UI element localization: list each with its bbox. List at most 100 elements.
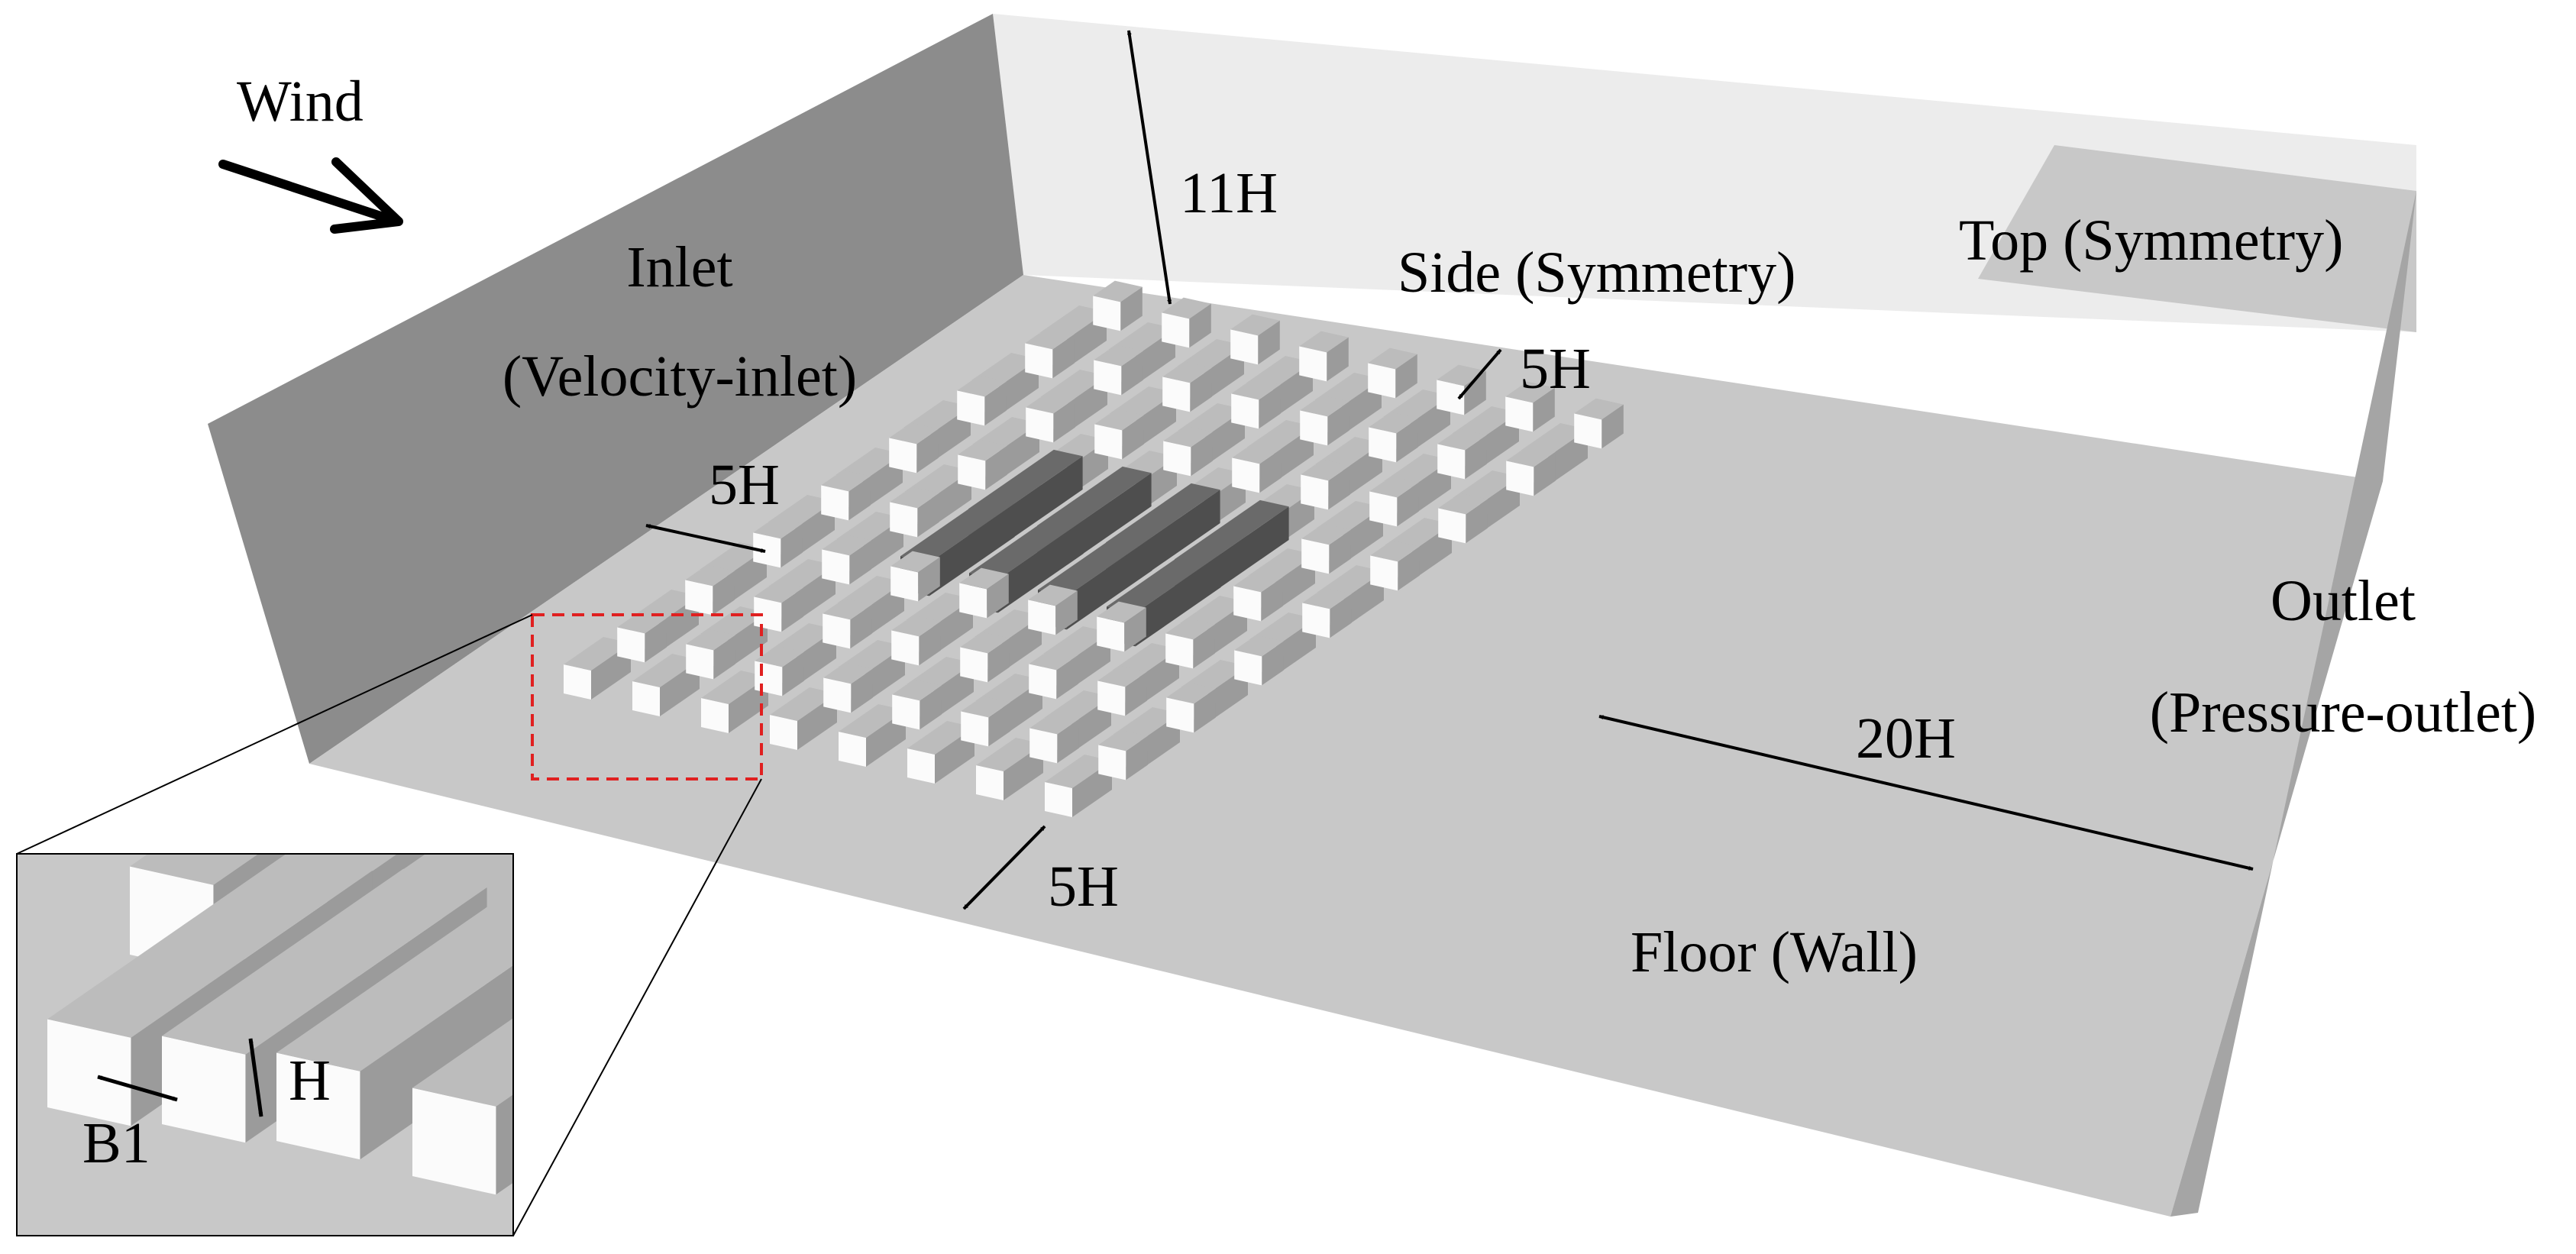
building-block-top bbox=[1106, 483, 1220, 549]
building-block-top bbox=[1029, 713, 1079, 735]
inset-b1-label: B1 bbox=[82, 1111, 150, 1175]
zoom-connector-top bbox=[16, 614, 533, 855]
gap-5h-bottom-label: 5H bbox=[1048, 855, 1119, 919]
zoom-connector-bottom bbox=[512, 778, 762, 1236]
building-block-top bbox=[1231, 378, 1281, 400]
inset-h-label: H bbox=[289, 1049, 331, 1113]
building-block-top bbox=[823, 598, 872, 620]
building-block-top bbox=[1574, 398, 1624, 420]
building-block-top bbox=[1094, 344, 1143, 367]
building-block-top bbox=[1025, 328, 1075, 350]
building-block-top bbox=[1299, 331, 1349, 353]
building-block-top bbox=[1028, 584, 1078, 606]
wind-arrow bbox=[218, 160, 402, 226]
building-block-top bbox=[968, 449, 1083, 515]
building-block-top bbox=[130, 854, 259, 885]
building-block-top bbox=[1302, 587, 1352, 609]
building-block-top bbox=[1368, 347, 1417, 370]
gap-5h-left-label: 5H bbox=[709, 453, 780, 517]
building-block-top bbox=[686, 629, 735, 651]
building-block-top bbox=[754, 581, 803, 603]
building-block-top bbox=[900, 496, 1015, 563]
inset-b1-arrow bbox=[97, 1075, 178, 1102]
building-block bbox=[632, 629, 735, 716]
building-block-top bbox=[1232, 442, 1282, 464]
building-block-top bbox=[891, 615, 941, 637]
building-block-top bbox=[564, 637, 631, 671]
floor-label: Floor (Wall) bbox=[1631, 920, 1918, 984]
building-block-top bbox=[1098, 729, 1148, 751]
gap-5h-left-arrow bbox=[645, 524, 766, 553]
building-block-top bbox=[770, 687, 837, 721]
building-block-top bbox=[1097, 665, 1147, 687]
building-block-top bbox=[892, 679, 942, 701]
building-block-top bbox=[890, 486, 939, 509]
building-block-top bbox=[889, 422, 939, 444]
building-block-top bbox=[822, 534, 871, 556]
inlet-type-label: (Velocity-inlet) bbox=[503, 344, 857, 409]
building-block-top bbox=[1097, 601, 1146, 623]
building-block-top bbox=[821, 470, 871, 492]
building-block bbox=[839, 679, 942, 767]
building-block-top bbox=[957, 375, 1007, 397]
building-block-top bbox=[1038, 530, 1152, 596]
outlet-label: Outlet bbox=[2271, 569, 2416, 633]
building-block-top bbox=[1437, 428, 1487, 451]
building-block-top bbox=[1369, 476, 1419, 498]
building-array bbox=[564, 280, 1624, 817]
building-block-top bbox=[1037, 466, 1152, 532]
inset-zoom-view bbox=[16, 853, 514, 1236]
building-block-top bbox=[685, 564, 735, 587]
building-block-top bbox=[1301, 523, 1351, 545]
building-block-top bbox=[890, 551, 940, 573]
top-label: Top (Symmetry) bbox=[1959, 208, 2343, 273]
building-block-top bbox=[47, 854, 373, 1038]
wind-arrow-head bbox=[330, 157, 403, 234]
gap-5h-bottom-arrow bbox=[962, 825, 1046, 910]
building-block-top bbox=[823, 662, 873, 684]
building-block-top bbox=[907, 721, 974, 755]
building-block-top bbox=[961, 696, 1010, 718]
inlet-label: Inlet bbox=[626, 235, 732, 299]
building-block-top bbox=[1094, 409, 1144, 431]
inset-building-block bbox=[412, 1018, 513, 1195]
gap-5h-top-arrow bbox=[1457, 348, 1502, 400]
building-block-top bbox=[1175, 499, 1289, 566]
building-block-top bbox=[1045, 755, 1112, 788]
building-block bbox=[836, 422, 939, 510]
building-block-top bbox=[958, 439, 1007, 461]
building-block-top bbox=[1233, 570, 1283, 593]
building-block-top bbox=[960, 632, 1010, 654]
building-block-top bbox=[969, 513, 1084, 580]
building-block-top bbox=[1369, 412, 1418, 434]
building-block-top bbox=[1438, 493, 1488, 515]
building-block-top bbox=[701, 671, 768, 704]
building-block-top bbox=[1163, 425, 1213, 448]
building-block-top bbox=[839, 704, 906, 738]
building-block bbox=[564, 612, 667, 700]
inlet-wall bbox=[208, 14, 1023, 764]
side-label: Side (Symmetry) bbox=[1398, 241, 1795, 305]
building-block-top bbox=[1370, 540, 1420, 562]
building-block-top bbox=[412, 1018, 513, 1107]
building-block-top bbox=[617, 612, 667, 634]
building-block-top bbox=[976, 738, 1043, 771]
dist-20h-arrow bbox=[1598, 715, 2254, 871]
building-block bbox=[1045, 729, 1148, 817]
building-block-top bbox=[1300, 395, 1349, 417]
height-11h-arrow bbox=[1126, 30, 1172, 305]
building-block-top bbox=[276, 888, 513, 1071]
building-block bbox=[770, 662, 873, 750]
building-block-top bbox=[1107, 547, 1221, 613]
building-block-top bbox=[1166, 682, 1216, 704]
building-block-top bbox=[959, 567, 1009, 590]
top-patch bbox=[1978, 145, 2416, 332]
building-block-top bbox=[1162, 361, 1212, 383]
inset-building-block bbox=[276, 888, 513, 1160]
building-block-top bbox=[1026, 392, 1075, 414]
building-block-top bbox=[632, 654, 700, 687]
building-block bbox=[907, 696, 1010, 784]
building-block bbox=[903, 375, 1007, 463]
building-block-top bbox=[1506, 445, 1556, 467]
